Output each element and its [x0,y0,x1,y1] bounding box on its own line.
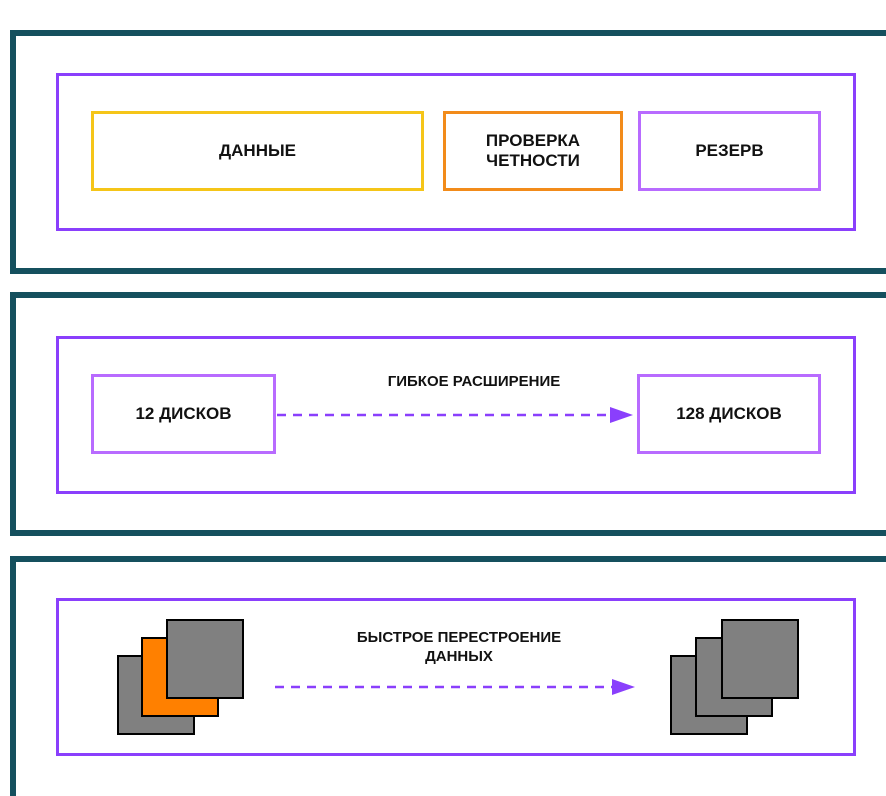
stacked-disks-rebuilt-icon [670,619,810,739]
reserve-label: РЕЗЕРВ [695,140,764,160]
data-block: ДАННЫЕ [91,111,424,191]
parity-block: ПРОВЕРКА ЧЕТНОСТИ [443,111,623,191]
parity-label: ПРОВЕРКА ЧЕТНОСТИ [485,130,581,170]
rebuilt-disk-front-square [721,619,799,699]
expansion-arrow [277,407,633,423]
expansion-inner-frame: 12 ДИСКОВ ГИБКОЕ РАСШИРЕНИЕ 128 ДИСКОВ [56,336,856,494]
stacked-disks-with-failed-disk-icon [117,619,247,739]
source-disks-label: 12 ДИСКОВ [135,403,232,423]
layout-inner-frame: ДАННЫЕ ПРОВЕРКА ЧЕТНОСТИ РЕЗЕРВ [56,73,856,231]
target-disks-label: 128 ДИСКОВ [676,403,782,423]
target-disks-block: 128 ДИСКОВ [637,374,821,454]
data-label: ДАННЫЕ [219,140,296,160]
rebuild-caption: БЫСТРОЕ ПЕРЕСТРОЕНИЕ ДАННЫХ [356,629,562,665]
disk-front-square [166,619,244,699]
expansion-caption: ГИБКОЕ РАСШИРЕНИЕ [387,373,561,390]
layout-panel: ДАННЫЕ ПРОВЕРКА ЧЕТНОСТИ РЕЗЕРВ [10,30,886,274]
reserve-block: РЕЗЕРВ [638,111,821,191]
expansion-panel: 12 ДИСКОВ ГИБКОЕ РАСШИРЕНИЕ 128 ДИСКОВ [10,292,886,536]
rebuild-arrow [275,679,635,695]
rebuild-inner-frame: БЫСТРОЕ ПЕРЕСТРОЕНИЕ ДАННЫХ [56,598,856,756]
source-disks-block: 12 ДИСКОВ [91,374,276,454]
rebuild-panel: БЫСТРОЕ ПЕРЕСТРОЕНИЕ ДАННЫХ [10,556,886,796]
